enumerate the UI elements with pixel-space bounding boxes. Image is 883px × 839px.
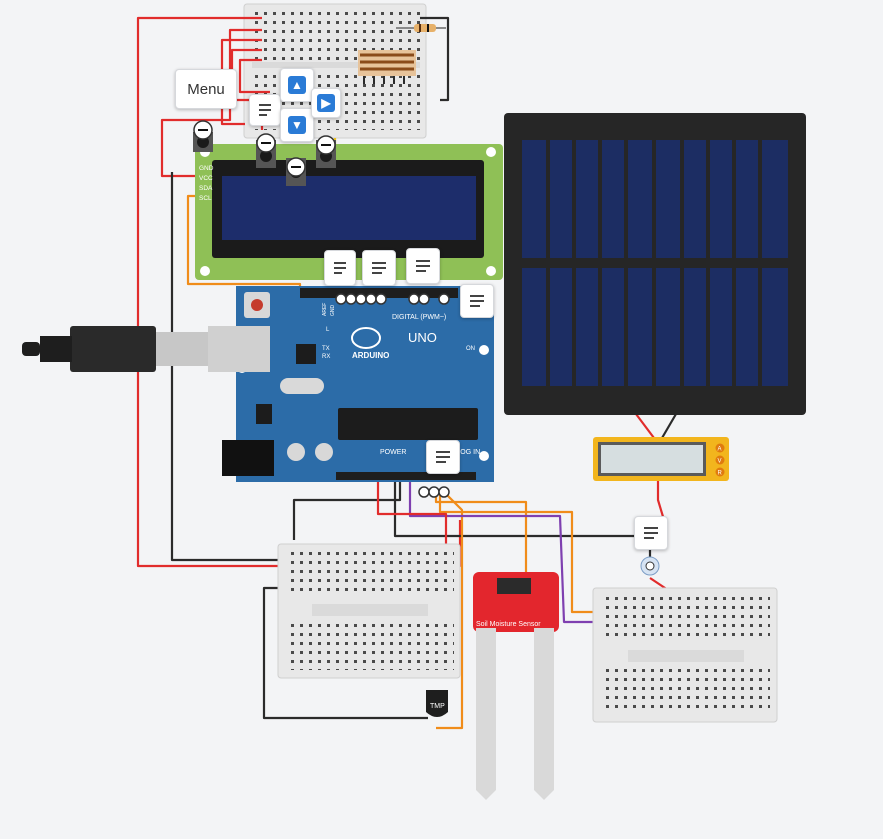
- note-lines-icon: [416, 260, 430, 272]
- note-lines-icon: [259, 104, 271, 116]
- arduino-brand: ARDUINO: [352, 351, 389, 360]
- pin-notes-tooltip-2[interactable]: [362, 250, 396, 286]
- arduino-analog-label: ANALOG IN: [442, 449, 480, 456]
- resistor-single[interactable]: [396, 24, 446, 32]
- arduino-on-label: ON: [466, 346, 475, 352]
- arduino-rx-label: RX: [322, 354, 330, 360]
- arduino-model: UNO: [408, 330, 437, 345]
- arduino-uno[interactable]: ARDUINO UNO DIGITAL (PWM~) POWER ANALOG …: [236, 286, 494, 482]
- meter-button-r[interactable]: R: [718, 471, 723, 477]
- wire-black-top-right[interactable]: [420, 16, 450, 102]
- pin-notes-tooltip-3[interactable]: [406, 248, 440, 284]
- breadboard-bottom-left[interactable]: [277, 543, 461, 679]
- notes-tooltip[interactable]: [249, 94, 281, 126]
- right-button-tooltip[interactable]: ▶: [311, 88, 341, 118]
- arduino-gnd-label: GND: [330, 305, 336, 317]
- arrow-up-icon: ▲: [288, 76, 306, 94]
- dc-jack[interactable]: [222, 440, 274, 476]
- arduino-power-label: POWER: [380, 449, 406, 456]
- wire-orange-tmp[interactable]: [436, 491, 464, 730]
- arrow-right-icon: ▶: [317, 94, 335, 112]
- wire-red-lcd-vcc[interactable]: [160, 28, 262, 178]
- breadboard-bottom-right[interactable]: [592, 587, 778, 723]
- meter-notes-tooltip[interactable]: [634, 516, 668, 550]
- lcd-pin-gnd: GND: [199, 165, 214, 172]
- wire-red-buttons-3[interactable]: [238, 58, 270, 94]
- tmp-label: TMP: [430, 703, 445, 710]
- note-lines-icon: [436, 451, 450, 463]
- meter-button-a[interactable]: A: [718, 447, 722, 453]
- arrow-down-icon: ▼: [288, 116, 306, 134]
- arduino-l-label: L: [326, 327, 330, 333]
- lcd-module[interactable]: GND VCC SDA SCL: [195, 144, 503, 280]
- lcd-pin-scl: SCL: [199, 195, 212, 202]
- lcd-pin-vcc: VCC: [199, 175, 213, 182]
- arduino-tx-label: TX: [322, 346, 330, 352]
- soil-moisture-sensor[interactable]: Soil Moisture Sensor: [473, 572, 559, 800]
- menu-tooltip[interactable]: Menu: [175, 69, 237, 109]
- multimeter[interactable]: A V R: [593, 437, 729, 481]
- resistor-array[interactable]: [358, 50, 416, 84]
- meter-button-v[interactable]: V: [718, 459, 722, 465]
- pin-notes-tooltip-1[interactable]: [324, 250, 356, 286]
- note-lines-icon: [644, 527, 658, 539]
- note-lines-icon: [334, 262, 346, 274]
- wire-solar-black[interactable]: [661, 413, 677, 439]
- sensor-label: Soil Moisture Sensor: [476, 621, 541, 628]
- arduino-digital-label: DIGITAL (PWM~): [392, 314, 446, 321]
- usb-cable[interactable]: [22, 326, 270, 372]
- down-button-tooltip[interactable]: ▼: [280, 108, 314, 142]
- solar-panel[interactable]: [504, 113, 806, 415]
- menu-tooltip-label: Menu: [187, 80, 225, 98]
- up-button-tooltip[interactable]: ▲: [280, 68, 314, 102]
- wire-solar-red[interactable]: [635, 413, 655, 439]
- note-lines-icon: [470, 295, 484, 307]
- note-lines-icon: [372, 262, 386, 274]
- wire-meter-red[interactable]: [656, 480, 666, 521]
- arduino-aref-label: AREF: [322, 303, 328, 316]
- wire-black-left[interactable]: [170, 172, 295, 562]
- pin-notes-tooltip-4[interactable]: [460, 284, 494, 318]
- lcd-pin-sda: SDA: [199, 185, 213, 192]
- temperature-sensor[interactable]: TMP: [426, 690, 448, 717]
- wire-black-gnd[interactable]: [292, 472, 402, 540]
- power-notes-tooltip[interactable]: [426, 440, 460, 474]
